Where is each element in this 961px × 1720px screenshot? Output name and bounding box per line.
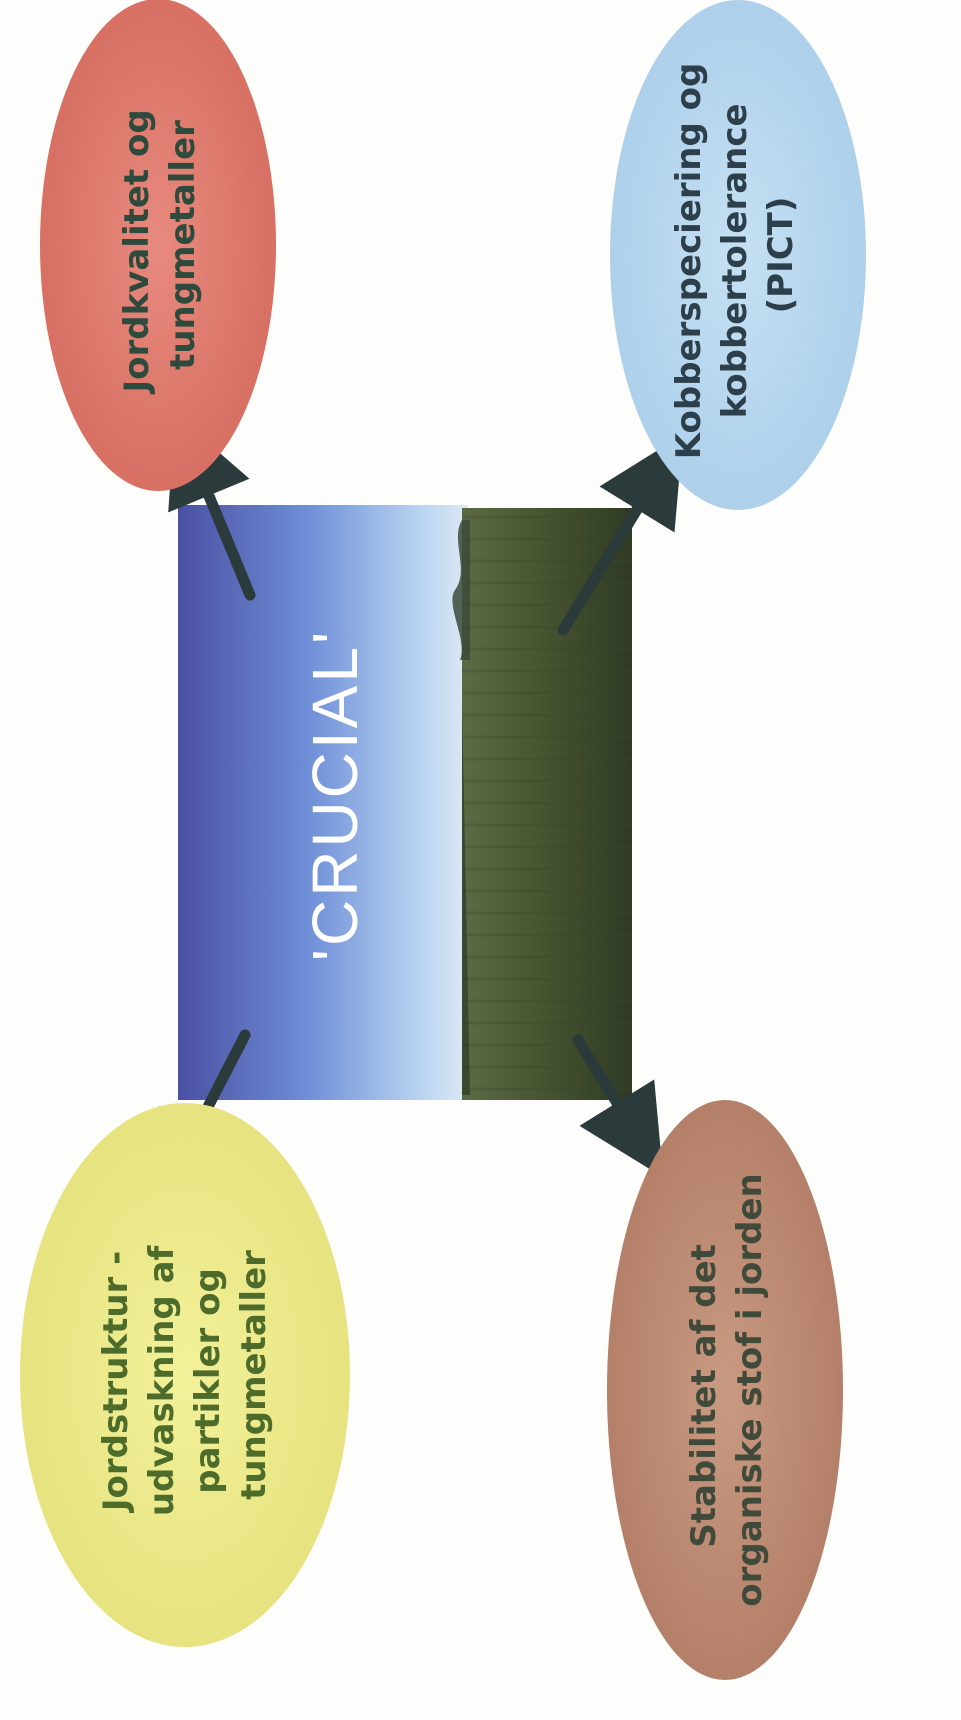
center-photo: 'CRUCIAL'	[178, 505, 632, 1100]
node-copper: Kobberspeciering og kobbertolerance (PIC…	[610, 0, 866, 510]
arrows	[157, 414, 684, 1205]
arrow-to-copper	[557, 434, 684, 636]
arrow-to-soil-quality	[168, 414, 256, 601]
node-soil-structure: Jordstruktur - udvaskning af partikler o…	[20, 1103, 350, 1647]
node-organic-matter-label: Stabilitet af det organiske stof i jorde…	[684, 1173, 770, 1606]
arrow-to-organic-matter	[572, 1034, 664, 1178]
node-soil-quality: Jordkvalitet og tungmetaller	[40, 0, 276, 491]
field-rows	[462, 508, 632, 1100]
node-copper-label: Kobberspeciering og kobbertolerance (PIC…	[669, 51, 801, 459]
sky-region	[178, 505, 468, 1100]
hedge	[462, 700, 470, 1095]
node-soil-structure-label: Jordstruktur - udvaskning af partikler o…	[96, 1234, 274, 1516]
node-soil-quality-label: Jordkvalitet og tungmetaller	[117, 97, 203, 394]
treeline	[452, 520, 470, 660]
node-organic-matter: Stabilitet af det organiske stof i jorde…	[607, 1100, 843, 1680]
photo-title: 'CRUCIAL'	[299, 629, 371, 961]
